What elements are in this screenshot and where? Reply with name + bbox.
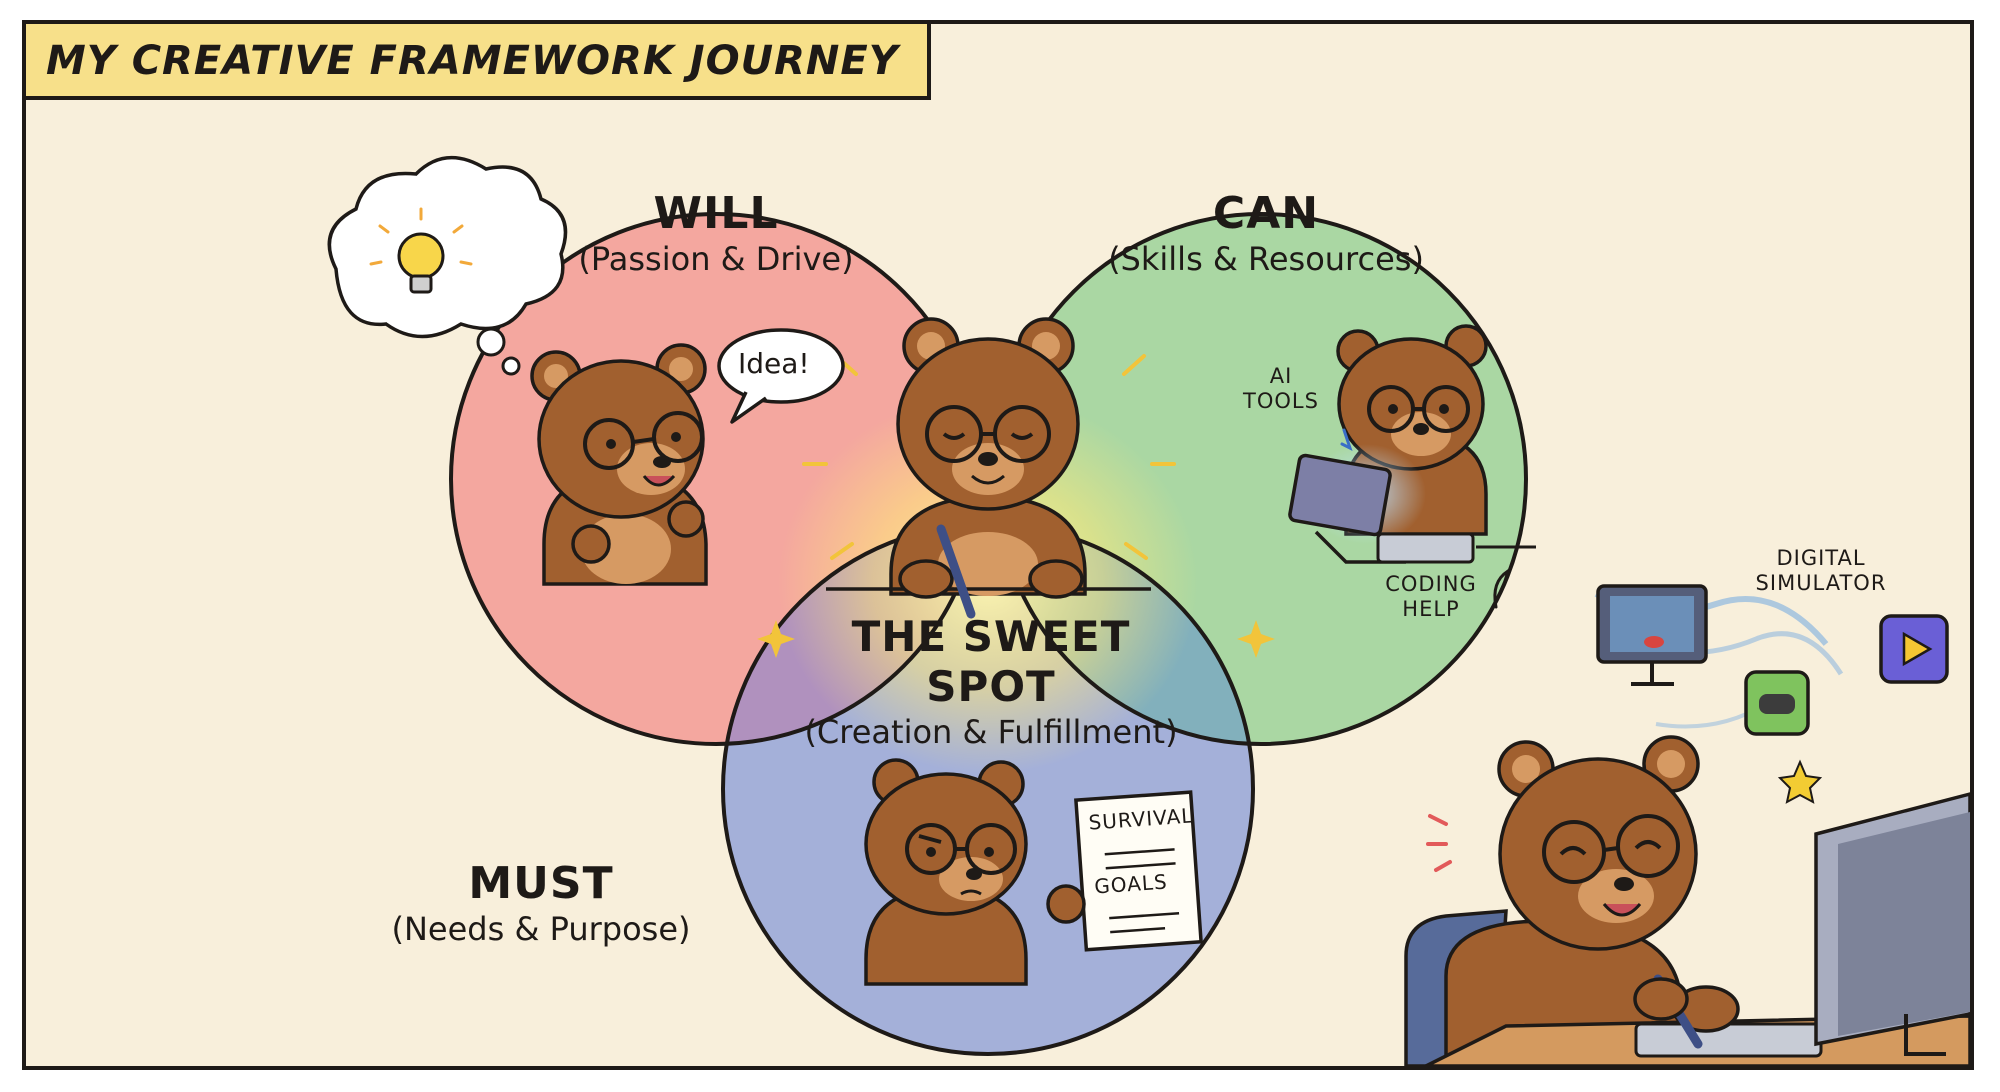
can-label: CAN (Skills & Resources) bbox=[1101, 189, 1431, 279]
comic-panel: MY CREATIVE FRAMEWORK JOURNEY WILL (Pass… bbox=[22, 20, 1974, 1070]
can-subtitle: (Skills & Resources) bbox=[1108, 240, 1424, 278]
sweet-spot-label: THE SWEET SPOT (Creation & Fulfillment) bbox=[791, 612, 1191, 752]
will-title: WILL bbox=[653, 188, 779, 239]
digital-simulator-line-2: SIMULATOR bbox=[1755, 571, 1887, 595]
must-title: MUST bbox=[468, 858, 614, 909]
coding-help-label: CODING HELP bbox=[1376, 572, 1486, 622]
must-subtitle: (Needs & Purpose) bbox=[391, 910, 691, 948]
play-icon bbox=[1879, 614, 1949, 684]
sparkle-rays bbox=[802, 354, 1176, 560]
ai-tools-line-1: AI bbox=[1269, 364, 1293, 388]
venn-illustration bbox=[327, 156, 1970, 1066]
desk-keyboard bbox=[1634, 1022, 1823, 1058]
speech-bubble-text: Idea! bbox=[738, 347, 810, 380]
sparkle-stars bbox=[757, 620, 1275, 658]
bear-can bbox=[1288, 324, 1536, 609]
page-title: MY CREATIVE FRAMEWORK JOURNEY bbox=[26, 24, 931, 100]
can-title: CAN bbox=[1212, 188, 1320, 239]
bear-desk-scene bbox=[1404, 584, 1970, 1066]
digital-simulator-line-1: DIGITAL bbox=[1776, 546, 1866, 570]
tablet bbox=[1288, 453, 1392, 537]
star-icon bbox=[1777, 759, 1823, 804]
will-label: WILL (Passion & Drive) bbox=[566, 189, 866, 279]
bear-sweet-spot bbox=[826, 317, 1151, 619]
bear-must bbox=[864, 758, 1203, 986]
monitor-icon bbox=[1596, 584, 1708, 686]
coding-help-line-2: HELP bbox=[1402, 597, 1460, 621]
must-label: MUST (Needs & Purpose) bbox=[381, 859, 701, 949]
sweet-spot-title: THE SWEET SPOT bbox=[851, 612, 1131, 711]
ai-tools-label: AI TOOLS bbox=[1226, 364, 1336, 414]
digital-simulator-label: DIGITAL SIMULATOR bbox=[1746, 546, 1896, 596]
ai-tools-line-2: TOOLS bbox=[1243, 389, 1319, 413]
light-bulb-icon bbox=[369, 207, 473, 294]
thought-cloud bbox=[327, 156, 568, 376]
gamepad-icon bbox=[1744, 670, 1810, 736]
keyboard bbox=[1376, 532, 1475, 564]
checklist-paper bbox=[1074, 790, 1203, 952]
sweet-spot-subtitle: (Creation & Fulfillment) bbox=[804, 713, 1178, 751]
bear-will bbox=[530, 343, 708, 586]
coding-help-line-1: CODING bbox=[1385, 572, 1477, 596]
speech-bubble bbox=[717, 328, 845, 424]
will-subtitle: (Passion & Drive) bbox=[578, 240, 854, 278]
